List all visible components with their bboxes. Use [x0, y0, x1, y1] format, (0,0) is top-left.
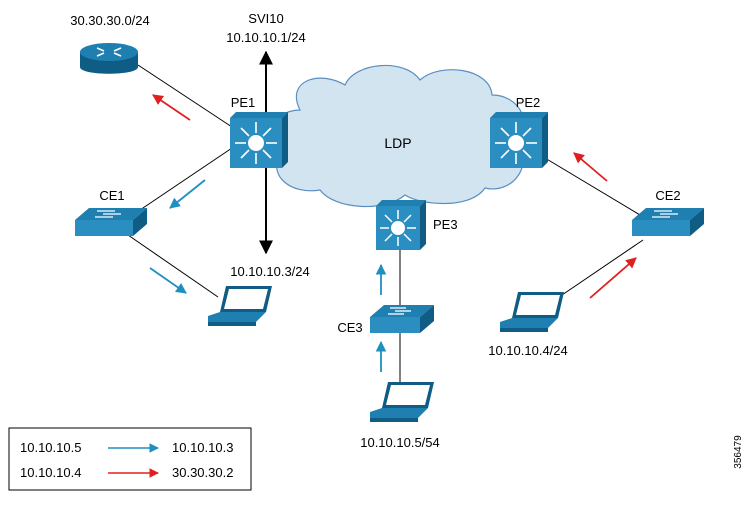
laptop1-icon — [208, 286, 272, 326]
laptop3-ip-label: 10.10.10.5/54 — [360, 435, 440, 450]
laptop2-icon — [500, 292, 564, 332]
pe1-label: PE1 — [231, 95, 256, 110]
router-label: 30.30.30.0/24 — [70, 13, 150, 28]
ce3-label: CE3 — [337, 320, 362, 335]
laptop2-ip-label: 10.10.10.4/24 — [488, 343, 568, 358]
ce1-label: CE1 — [99, 188, 124, 203]
link-router-pe1 — [137, 64, 233, 128]
pe2-label: PE2 — [516, 95, 541, 110]
pe1-switch-icon — [230, 112, 288, 168]
cloud-label: LDP — [384, 135, 411, 151]
figure-id: 356479 — [733, 435, 744, 469]
legend-row2-to: 30.30.30.2 — [172, 465, 233, 480]
link-ce1-pe1 — [139, 147, 233, 211]
blue-arrow-ce1-laptop — [149, 267, 187, 294]
link-ce1-laptop1 — [127, 234, 219, 298]
legend-row2-from: 10.10.10.4 — [20, 465, 81, 480]
red-arrow-to-router — [152, 94, 191, 121]
link-ce2-laptop2 — [561, 239, 644, 296]
svi-ip-label: 10.10.10.1/24 — [226, 30, 306, 45]
legend: 10.10.10.5 10.10.10.3 10.10.10.4 30.30.3… — [8, 427, 252, 491]
router-icon — [80, 43, 138, 74]
link-pe2-ce2 — [539, 154, 646, 219]
laptop3-icon — [370, 382, 434, 422]
links — [127, 64, 646, 385]
ce1-switch-icon — [75, 208, 147, 236]
ce3-switch-icon — [370, 305, 434, 333]
ldp-cloud: LDP — [269, 64, 525, 208]
pe2-switch-icon — [490, 112, 548, 168]
ce2-switch-icon — [632, 208, 704, 236]
pe3-switch-icon — [376, 200, 426, 250]
traffic-arrows — [149, 94, 637, 372]
legend-row1-to: 10.10.10.3 — [172, 440, 233, 455]
red-arrow-ce2-pe2 — [573, 152, 608, 182]
pe3-label: PE3 — [433, 217, 458, 232]
red-arrow-laptop2-ce2 — [589, 257, 637, 299]
laptop1-ip-label: 10.10.10.3/24 — [230, 264, 310, 279]
ce2-label: CE2 — [655, 188, 680, 203]
svi-name-label: SVI10 — [248, 11, 283, 26]
blue-arrow-pe1-ce1 — [169, 179, 206, 209]
legend-box — [8, 427, 252, 491]
legend-row1-from: 10.10.10.5 — [20, 440, 81, 455]
